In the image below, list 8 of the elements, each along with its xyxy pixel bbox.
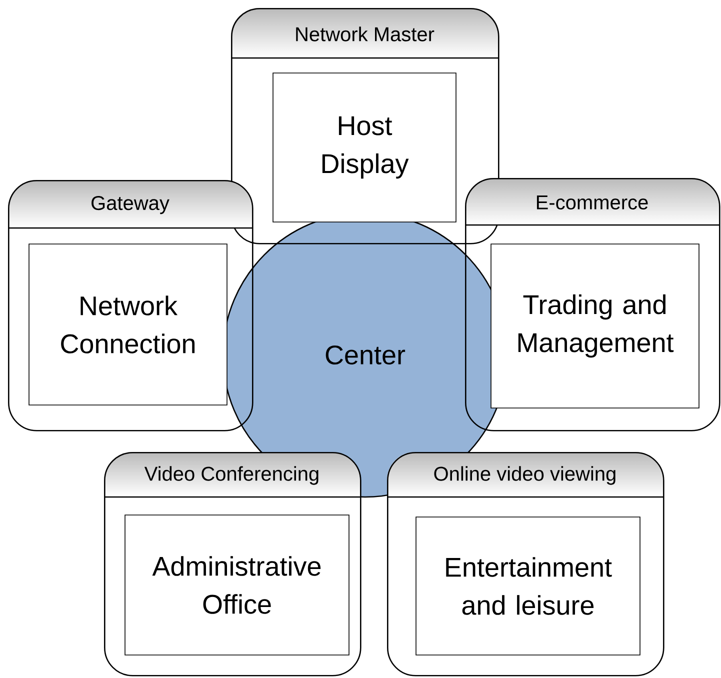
text-box: Network Connection (28, 244, 228, 406)
card-title: E-commerce (536, 196, 648, 210)
text-box: Host Display (272, 72, 456, 222)
card-title: Gateway (92, 196, 170, 214)
text-box: Entertainment and leisure (416, 516, 640, 656)
card-title: Network Master (296, 26, 434, 42)
text-box: Administrative Office (124, 514, 350, 656)
text-box: Trading and Management (490, 244, 700, 408)
